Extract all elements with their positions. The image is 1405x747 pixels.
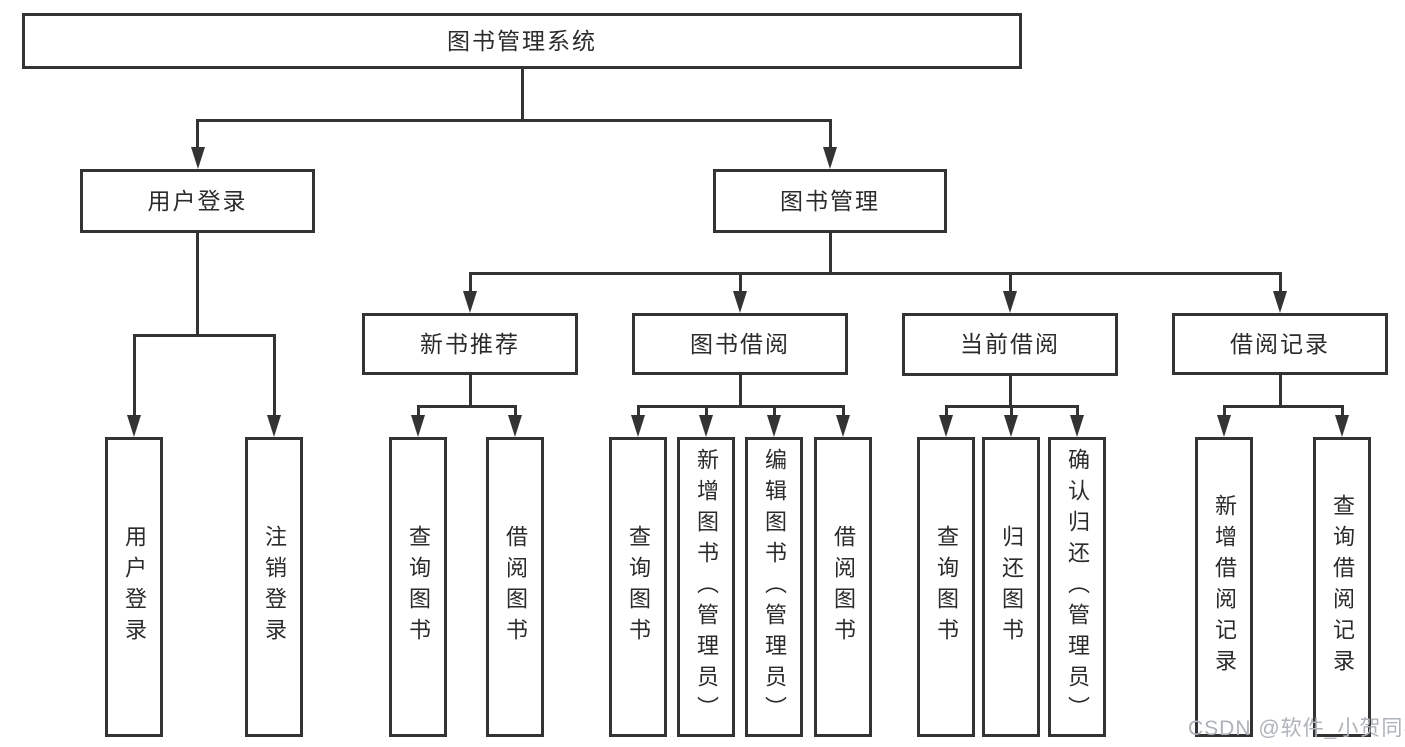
connector-drop-borrow-records	[1278, 273, 1282, 296]
arrowhead-bb-edit-book	[767, 415, 781, 437]
node-book-borrow: 图书借阅	[632, 313, 848, 375]
node-br-add-record-label: 新增借阅记录	[1212, 494, 1237, 680]
connector-drop-bb-add-book	[704, 406, 708, 420]
node-user-login: 用户登录	[105, 437, 163, 737]
connector-drop-user-login-group	[196, 120, 199, 152]
connector-stem-new-book-rec	[468, 374, 472, 408]
node-cb-confirm-return: 确认归还（管理员）	[1048, 437, 1106, 737]
connector-drop-current-borrow	[1008, 273, 1012, 296]
connector-drop-book-borrow	[738, 273, 742, 296]
arrowhead-new-book-rec	[463, 291, 477, 313]
node-br-query-record-label: 查询借阅记录	[1330, 494, 1355, 680]
connector-stem-user-login-group	[196, 232, 199, 337]
node-root-label: 图书管理系统	[447, 27, 597, 54]
connector-split-book-borrow	[636, 404, 845, 408]
connector-drop-new-book-rec	[468, 273, 472, 296]
arrowhead-logout	[267, 415, 281, 437]
connector-drop-rec-borrow-book	[513, 406, 517, 420]
connector-drop-user-login	[132, 335, 136, 420]
node-book-manage-label: 图书管理	[780, 187, 880, 214]
node-rec-query-book: 查询图书	[389, 437, 447, 737]
arrowhead-bb-query-book	[631, 415, 645, 437]
node-logout: 注销登录	[245, 437, 303, 737]
arrowhead-user-login-group	[190, 147, 205, 169]
connector-drop-bb-edit-book	[772, 406, 776, 420]
connector-drop-cb-confirm-return	[1075, 406, 1079, 420]
node-cb-query-book: 查询图书	[917, 437, 975, 737]
node-user-login-group-label: 用户登录	[147, 187, 248, 214]
connector-stem-book-borrow	[738, 374, 742, 408]
arrowhead-cb-confirm-return	[1070, 415, 1084, 437]
node-new-book-rec: 新书推荐	[362, 313, 578, 375]
connector-drop-book-manage	[828, 120, 832, 152]
arrowhead-book-manage	[823, 147, 837, 169]
connector-split-new-book-rec	[416, 404, 517, 408]
arrowhead-bb-add-book	[699, 415, 713, 437]
node-bb-edit-book: 编辑图书（管理员）	[745, 437, 803, 737]
node-bb-query-book-label: 查询图书	[626, 525, 651, 649]
node-book-manage: 图书管理	[713, 169, 947, 233]
connector-drop-cb-query-book	[944, 406, 948, 420]
connector-drop-bb-query-book	[636, 406, 640, 420]
arrowhead-book-borrow	[733, 291, 747, 313]
node-bb-borrow-book-label: 借阅图书	[831, 525, 856, 649]
connector-split-user-login-group	[132, 333, 276, 337]
node-borrow-records: 借阅记录	[1172, 313, 1388, 375]
arrowhead-user-login	[127, 415, 141, 437]
arrowhead-cb-query-book	[939, 415, 953, 437]
connector-drop-br-query-record	[1340, 406, 1344, 420]
csdn-watermark: CSDN @软件_小贺同学	[1188, 717, 1405, 740]
arrowhead-current-borrow	[1003, 291, 1017, 313]
arrowhead-borrow-records	[1273, 291, 1287, 313]
arrowhead-br-query-record	[1335, 415, 1349, 437]
node-logout-label: 注销登录	[262, 525, 287, 649]
node-bb-add-book: 新增图书（管理员）	[677, 437, 735, 737]
node-cb-return-book: 归还图书	[982, 437, 1040, 737]
connector-drop-cb-return-book	[1009, 406, 1013, 420]
node-cb-confirm-return-label: 确认归还（管理员）	[1065, 447, 1090, 727]
connector-drop-rec-query-book	[416, 406, 420, 420]
node-rec-query-book-label: 查询图书	[406, 525, 431, 649]
node-br-add-record: 新增借阅记录	[1195, 437, 1253, 737]
arrowhead-br-add-record	[1217, 415, 1231, 437]
node-user-login-label: 用户登录	[122, 525, 147, 649]
connector-split-book-manage	[468, 271, 1282, 275]
node-rec-borrow-book-label: 借阅图书	[503, 525, 528, 649]
node-current-borrow: 当前借阅	[902, 313, 1118, 376]
node-bb-add-book-label: 新增图书（管理员）	[694, 447, 719, 727]
connector-drop-br-add-record	[1222, 406, 1226, 420]
node-rec-borrow-book: 借阅图书	[486, 437, 544, 737]
node-current-borrow-label: 当前借阅	[960, 331, 1060, 357]
connector-stem-current-borrow	[1008, 375, 1012, 408]
arrowhead-rec-query-book	[411, 415, 425, 437]
connector-split-borrow-records	[1222, 404, 1344, 408]
connector-drop-logout	[272, 335, 276, 420]
connector-split-root	[196, 118, 832, 122]
node-cb-return-book-label: 归还图书	[999, 525, 1024, 649]
connector-stem-book-manage	[828, 232, 832, 275]
node-new-book-rec-label: 新书推荐	[420, 330, 520, 357]
arrowhead-rec-borrow-book	[508, 415, 522, 437]
node-cb-query-book-label: 查询图书	[934, 525, 959, 649]
node-bb-edit-book-label: 编辑图书（管理员）	[762, 447, 787, 727]
node-bb-borrow-book: 借阅图书	[814, 437, 872, 737]
node-br-query-record: 查询借阅记录	[1313, 437, 1371, 737]
connector-stem-root	[520, 68, 524, 122]
node-borrow-records-label: 借阅记录	[1230, 330, 1330, 357]
node-root: 图书管理系统	[22, 13, 1022, 69]
node-book-borrow-label: 图书借阅	[690, 330, 790, 357]
arrowhead-cb-return-book	[1004, 415, 1018, 437]
arrowhead-bb-borrow-book	[836, 415, 850, 437]
connector-stem-borrow-records	[1278, 374, 1282, 408]
node-user-login-group: 用户登录	[80, 169, 315, 233]
node-bb-query-book: 查询图书	[609, 437, 667, 737]
connector-drop-bb-borrow-book	[841, 406, 845, 420]
